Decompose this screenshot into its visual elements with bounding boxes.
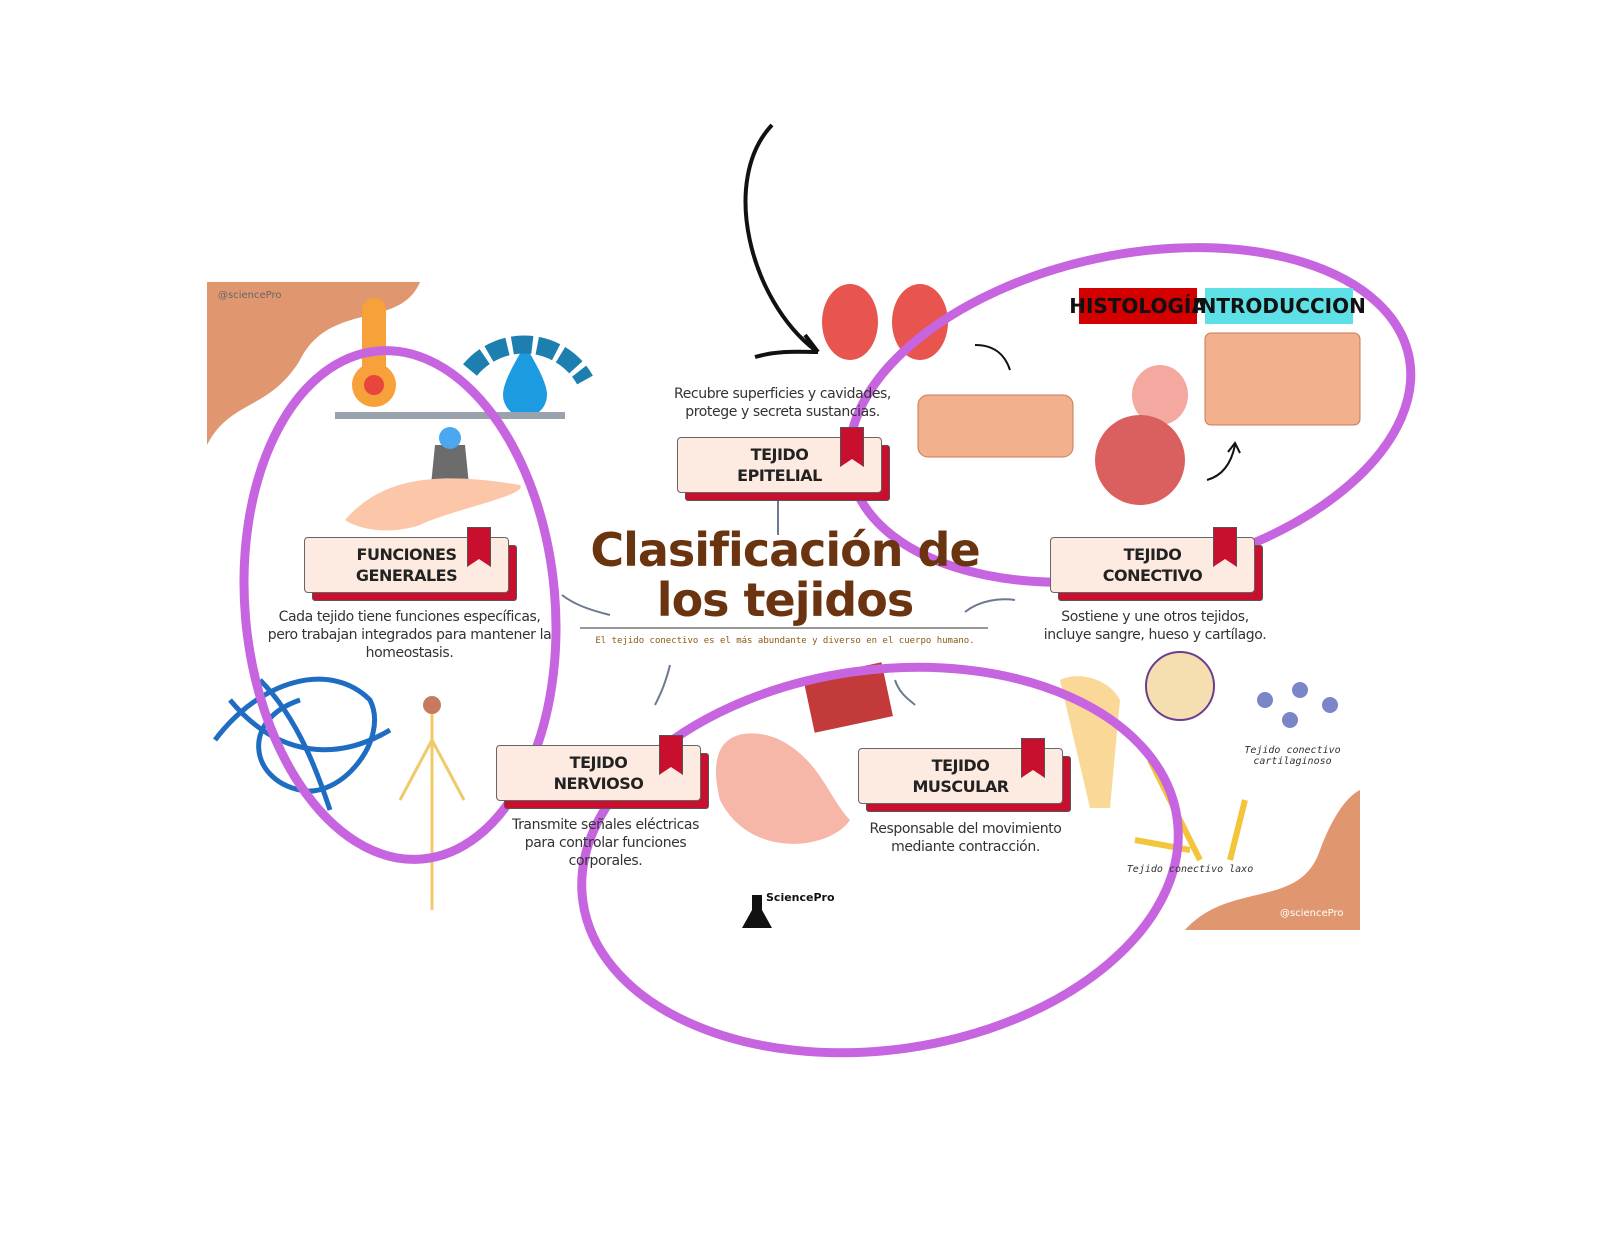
card-tejido-nervioso: TEJIDO NERVIOSO <box>496 735 709 809</box>
stomach-icon <box>1132 365 1188 425</box>
bone-illustration <box>1060 676 1120 808</box>
corner-blob-top-left <box>207 282 420 445</box>
card-tejido-muscular: TEJIDO MUSCULAR <box>858 738 1071 812</box>
tag-histologia: HISTOLOGÍA <box>1069 288 1207 324</box>
desc-conectivo: Sostiene y une otros tejidos, incluye sa… <box>1043 609 1267 643</box>
caption-laxo: Tejido conectivo laxo <box>1126 864 1254 875</box>
arm-muscle-illustration <box>715 733 850 844</box>
corner-blob-bottom-right <box>1185 790 1360 930</box>
watermark-top: @sciencePro <box>218 290 282 301</box>
columnar-epithelium-illustration <box>1204 332 1361 426</box>
card-tejido-conectivo: TEJIDO CONECTIVO <box>1050 527 1263 601</box>
sciencepro-logo: SciencePro <box>766 891 835 904</box>
hand-icon <box>345 478 521 531</box>
kidney-icon <box>822 284 878 360</box>
cuboidal-epithelium-illustration <box>917 394 1074 458</box>
annotation-arrow <box>743 123 820 359</box>
subtitle: El tejido conectivo es el más abundante … <box>595 636 975 646</box>
nervous-system-illustration <box>398 710 466 910</box>
loose-tissue-illustration <box>1134 758 1248 862</box>
water-drop-icon <box>503 345 547 417</box>
flask-logo-icon <box>742 895 772 928</box>
desc-epitelial: Recubre superficies y cavidades, protege… <box>674 386 891 420</box>
scale-icon <box>335 412 565 419</box>
bone-tissue-zoom <box>1145 651 1215 721</box>
desc-nervioso: Transmite señales eléctricas para contro… <box>511 817 699 869</box>
card-tejido-epitelial: TEJIDO EPITELIAL <box>677 427 890 501</box>
page-title: Clasificación de los tejidos <box>590 523 980 627</box>
tag-introduccion: INTRODUCCION <box>1192 288 1366 324</box>
cartilaginous-tissue-illustration <box>1257 682 1338 728</box>
caption-cartilaginoso: Tejido conectivo cartilaginoso <box>1244 745 1341 767</box>
neuron-network-illustration <box>213 676 392 811</box>
watermark-bottom: @sciencePro <box>1280 908 1344 919</box>
desc-muscular: Responsable del movimiento mediante cont… <box>869 821 1062 855</box>
intestine-icon <box>1095 415 1185 505</box>
kidney-icon <box>892 284 948 360</box>
card-funciones-generales: FUNCIONES GENERALES <box>304 527 517 601</box>
desc-funciones: Cada tejido tiene funciones específicas,… <box>267 609 552 661</box>
